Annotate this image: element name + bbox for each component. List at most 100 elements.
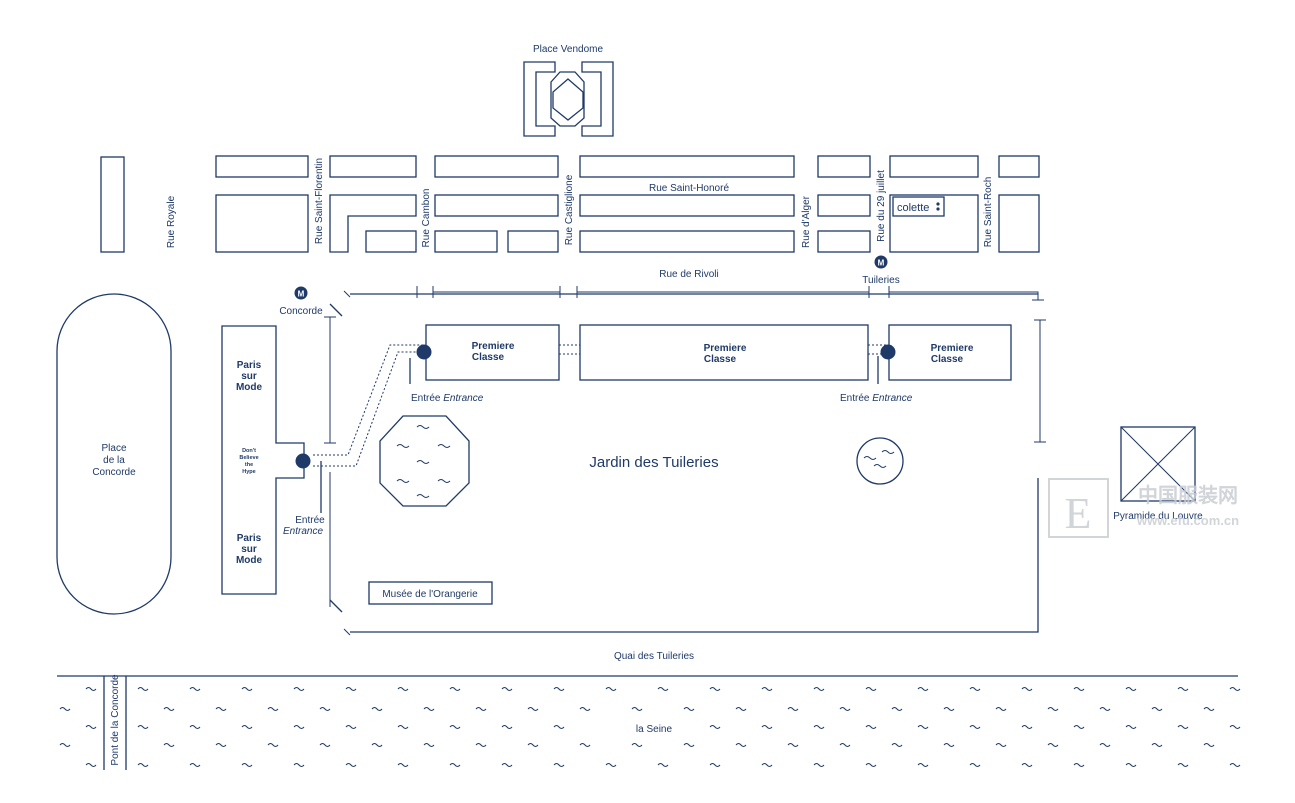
wave-mark bbox=[1073, 687, 1085, 691]
svg-text:sur: sur bbox=[241, 544, 257, 555]
paris-sur-mode-bottom-label: Paris sur Mode bbox=[236, 533, 263, 566]
wave-mark bbox=[1125, 763, 1137, 767]
wave-mark bbox=[475, 707, 487, 711]
wave-mark bbox=[787, 707, 799, 711]
wave-mark bbox=[1177, 763, 1189, 767]
wave-mark bbox=[59, 743, 71, 747]
seine-label: la Seine bbox=[636, 724, 673, 735]
wave-mark bbox=[449, 725, 461, 729]
metro-tuileries: M Tuileries bbox=[862, 255, 900, 286]
svg-text:Entrance: Entrance bbox=[283, 526, 323, 537]
wave-mark bbox=[1073, 763, 1085, 767]
wave-mark bbox=[787, 743, 799, 747]
svg-text:Entrée Entrance: Entrée Entrance bbox=[411, 393, 484, 404]
wave-mark bbox=[813, 725, 825, 729]
watermark-logo: E 中国服装网 www.efu.com.cn bbox=[1048, 478, 1239, 538]
wave-mark bbox=[761, 763, 773, 767]
wave-mark bbox=[709, 725, 721, 729]
wave-mark bbox=[189, 763, 201, 767]
wave-mark bbox=[1021, 687, 1033, 691]
svg-text:Mode: Mode bbox=[236, 382, 263, 393]
wave-mark bbox=[605, 763, 617, 767]
wave-mark bbox=[1203, 707, 1215, 711]
svg-text:Entrée: Entrée bbox=[295, 515, 325, 526]
wave-mark bbox=[1125, 725, 1137, 729]
svg-text:Place: Place bbox=[101, 443, 126, 454]
wave-mark bbox=[1047, 743, 1059, 747]
svg-text:Premiere: Premiere bbox=[704, 343, 747, 354]
orangerie-box bbox=[368, 581, 493, 605]
rue-alger-label: Rue d'Alger bbox=[801, 195, 812, 248]
wave-mark bbox=[631, 743, 643, 747]
wave-mark bbox=[241, 725, 253, 729]
svg-text:de la: de la bbox=[103, 455, 125, 466]
wave-mark bbox=[709, 763, 721, 767]
wave-mark bbox=[683, 743, 695, 747]
wave-mark bbox=[267, 743, 279, 747]
wave-mark bbox=[449, 687, 461, 691]
wave-mark bbox=[761, 687, 773, 691]
seine-waves bbox=[59, 687, 1241, 767]
rue-rivoli-label: Rue de Rivoli bbox=[659, 269, 718, 280]
wave-mark bbox=[917, 725, 929, 729]
wave-mark bbox=[709, 687, 721, 691]
watermark-title: 中国服装网 bbox=[1138, 483, 1238, 507]
wave-mark bbox=[85, 725, 97, 729]
metro-tuileries-label: Tuileries bbox=[862, 275, 899, 286]
wave-mark bbox=[215, 743, 227, 747]
paris-sur-mode-top-label: Paris sur Mode bbox=[236, 360, 263, 393]
dont-believe-the-hype-label: Don't Believe the Hype bbox=[239, 448, 258, 475]
colette-shop: colette bbox=[892, 196, 945, 217]
wave-mark bbox=[397, 687, 409, 691]
place-concorde-shape bbox=[56, 293, 172, 615]
wave-mark bbox=[137, 763, 149, 767]
wave-mark bbox=[137, 725, 149, 729]
octagonal-basin bbox=[379, 415, 470, 507]
rue-saint-honore-label: Rue Saint-Honoré bbox=[649, 183, 729, 194]
city-blocks bbox=[100, 155, 1040, 253]
round-basin bbox=[856, 437, 904, 485]
wave-mark bbox=[657, 763, 669, 767]
wave-mark bbox=[865, 763, 877, 767]
wave-mark bbox=[1125, 687, 1137, 691]
orangerie-label: Musée de l'Orangerie bbox=[382, 589, 478, 600]
wave-mark bbox=[293, 763, 305, 767]
wave-mark bbox=[59, 707, 71, 711]
svg-text:Classe: Classe bbox=[704, 354, 737, 365]
wave-mark bbox=[85, 763, 97, 767]
svg-text:the: the bbox=[245, 462, 253, 468]
wave-mark bbox=[839, 707, 851, 711]
wave-mark bbox=[605, 687, 617, 691]
svg-text:M: M bbox=[298, 290, 305, 299]
wave-mark bbox=[917, 687, 929, 691]
wave-mark bbox=[527, 707, 539, 711]
place-vendome-shape bbox=[523, 61, 614, 137]
svg-text:Paris: Paris bbox=[237, 533, 262, 544]
wave-mark bbox=[995, 743, 1007, 747]
wave-mark bbox=[293, 687, 305, 691]
entrance-premiere-classe-1: Entrée Entrance bbox=[409, 344, 484, 404]
wave-mark bbox=[241, 763, 253, 767]
wave-mark bbox=[293, 725, 305, 729]
wave-mark bbox=[241, 687, 253, 691]
wave-mark bbox=[839, 743, 851, 747]
wave-mark bbox=[735, 707, 747, 711]
wave-mark bbox=[553, 763, 565, 767]
entrance-paris-sur-mode: Entrée Entrance bbox=[283, 453, 325, 537]
rue-castiglione-label: Rue Castiglione bbox=[564, 174, 575, 245]
wave-mark bbox=[501, 763, 513, 767]
colette-label: colette bbox=[897, 202, 929, 214]
premiere-classe-1-label: Premiere Classe bbox=[472, 341, 515, 363]
place-concorde-label: Place de la Concorde bbox=[92, 443, 136, 478]
svg-text:Classe: Classe bbox=[931, 354, 964, 365]
metro-concorde: M Concorde bbox=[279, 286, 323, 317]
wave-mark bbox=[501, 725, 513, 729]
quai-label: Quai des Tuileries bbox=[614, 651, 694, 662]
entrance-premiere-classe-3: Entrée Entrance bbox=[840, 344, 913, 404]
wave-mark bbox=[579, 743, 591, 747]
wave-mark bbox=[475, 743, 487, 747]
pyramide-shape bbox=[1120, 426, 1196, 502]
wave-mark bbox=[189, 725, 201, 729]
wave-mark bbox=[1099, 743, 1111, 747]
